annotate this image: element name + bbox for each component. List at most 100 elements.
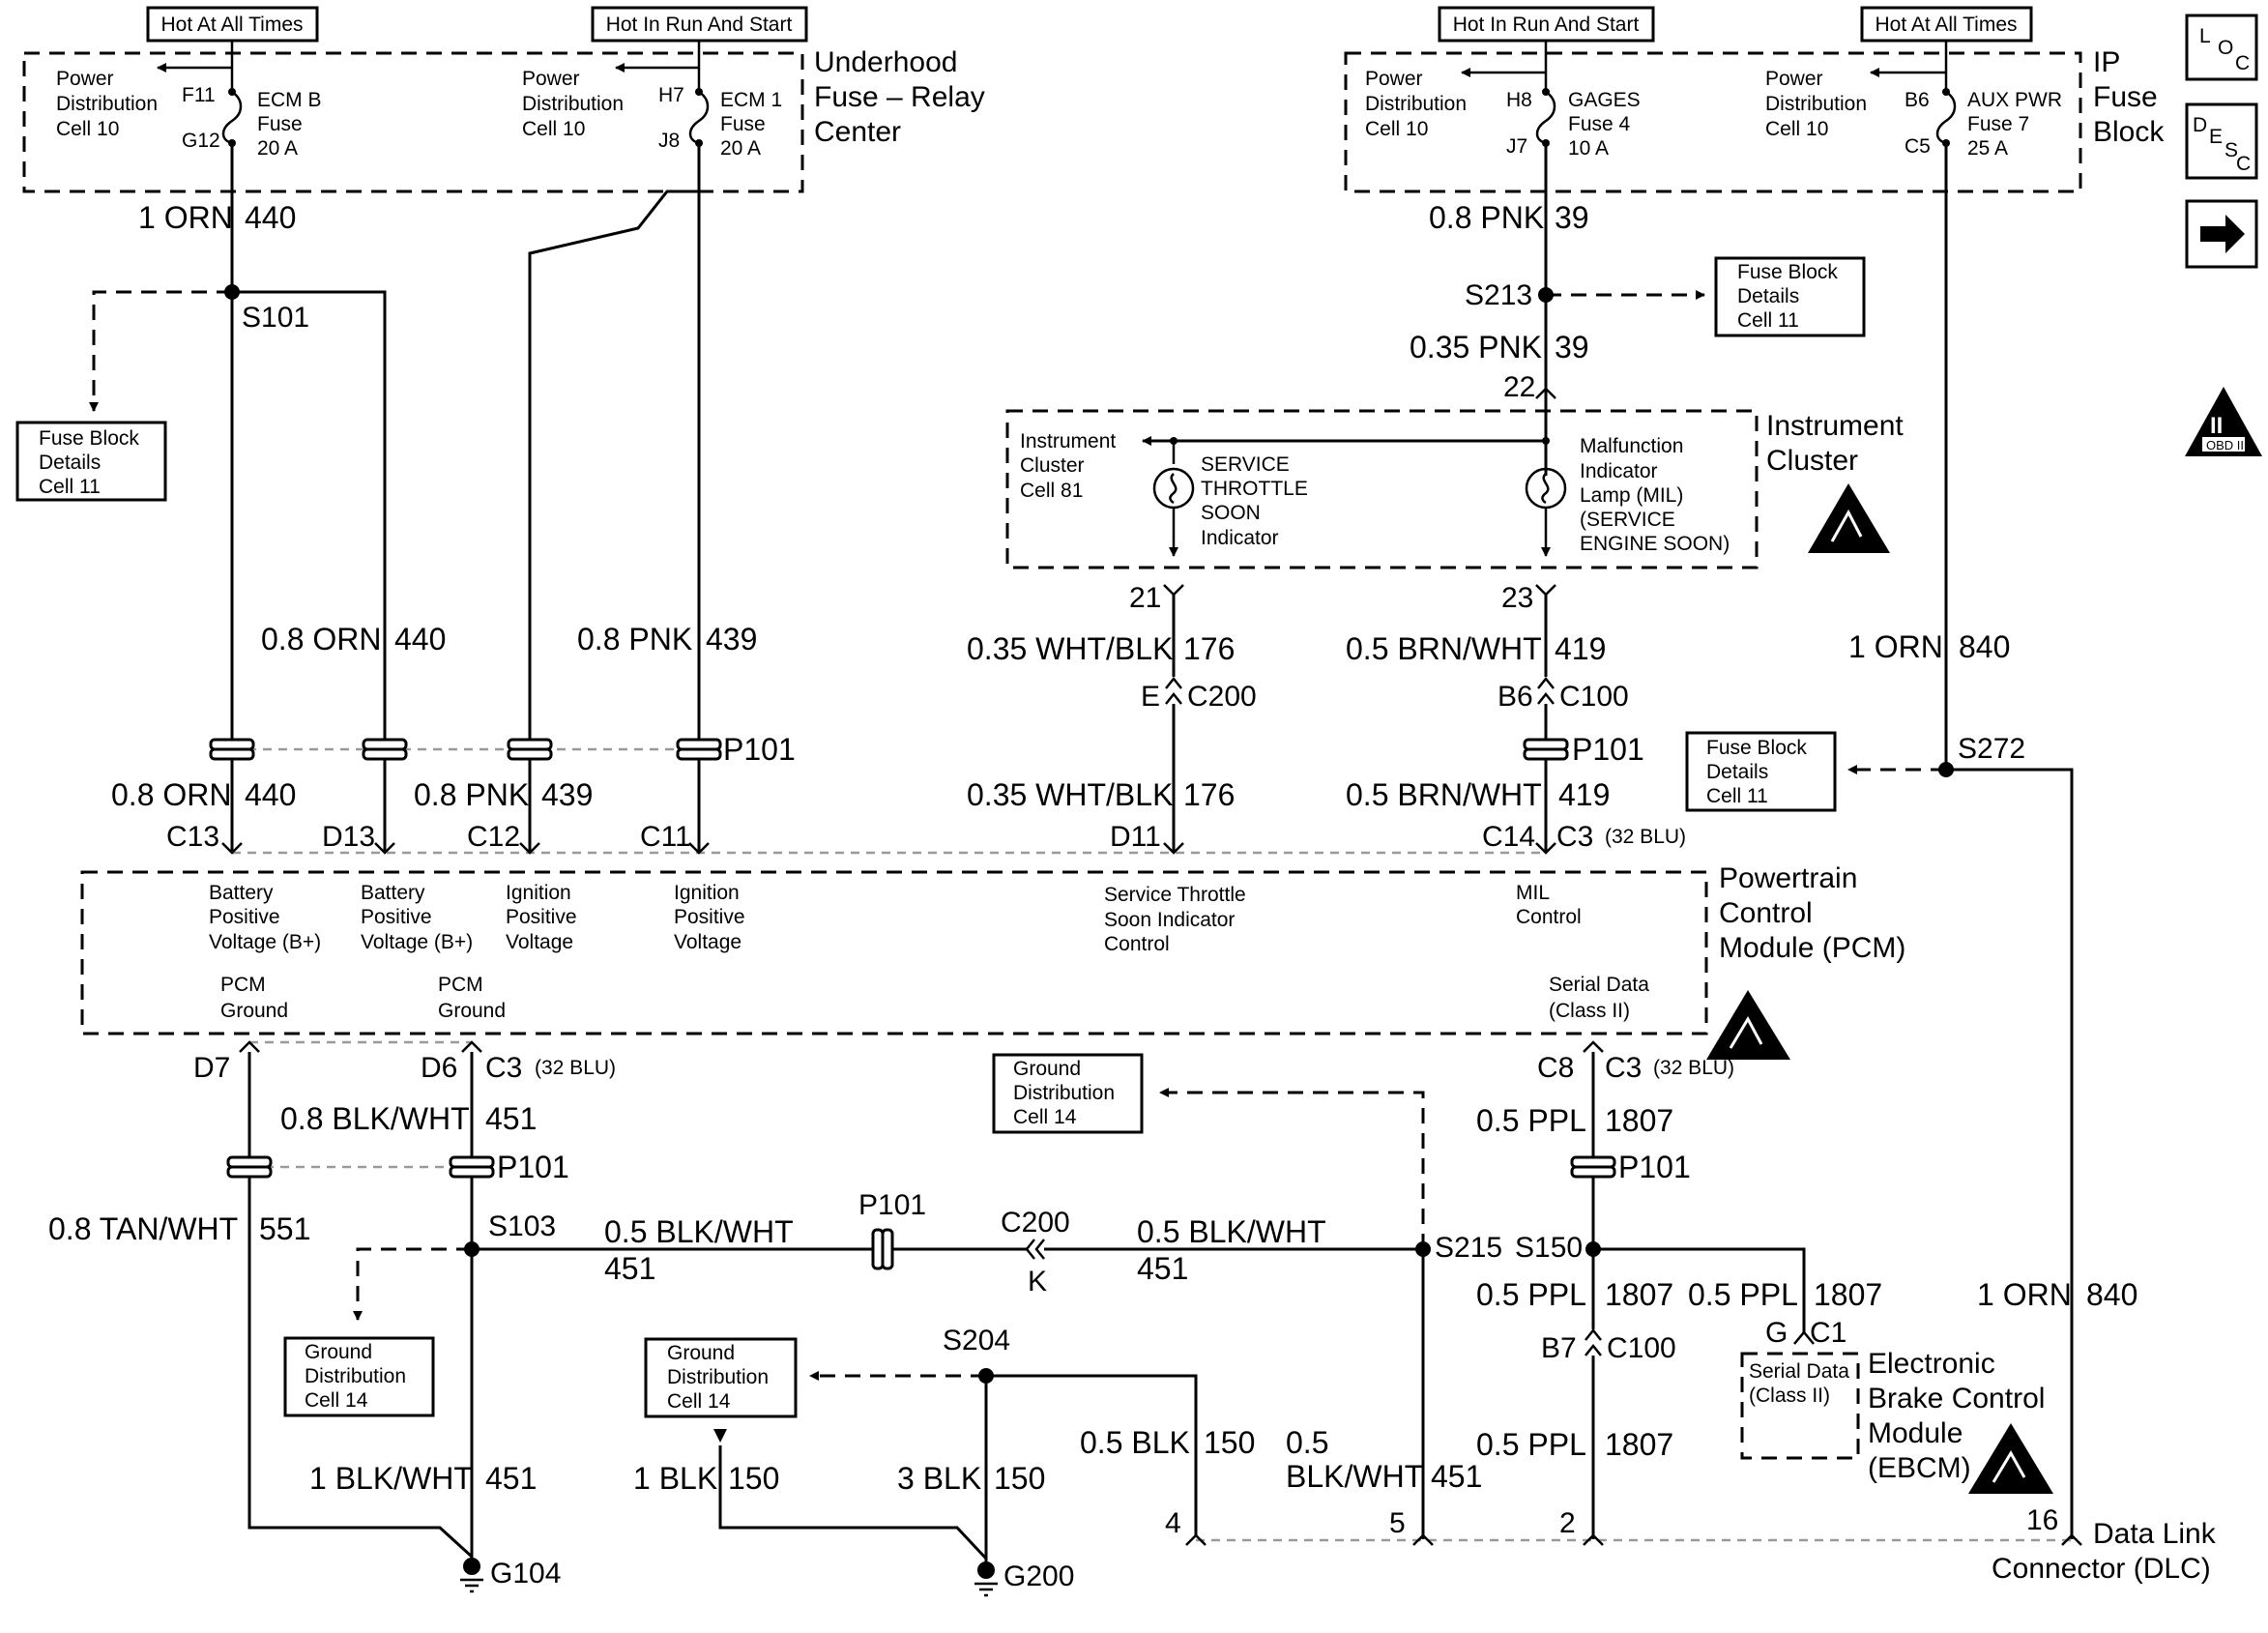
svg-text:Cell 11: Cell 11 bbox=[1737, 309, 1799, 332]
svg-text:Lamp (MIL): Lamp (MIL) bbox=[1580, 484, 1683, 507]
svg-text:Module: Module bbox=[1868, 1417, 1963, 1449]
svg-text:Fuse Block: Fuse Block bbox=[39, 427, 139, 450]
svg-text:Hot In Run And Start: Hot In Run And Start bbox=[606, 14, 793, 36]
svg-text:C200: C200 bbox=[1187, 681, 1257, 713]
svg-text:C100: C100 bbox=[1559, 681, 1629, 713]
wire-label: 1807 bbox=[1605, 1103, 1673, 1138]
fuse-block-details-s272[interactable]: Fuse Block Details Cell 11 bbox=[1685, 731, 1837, 812]
pin-label: C13 bbox=[166, 821, 219, 853]
desc-icon[interactable]: D E S C bbox=[2185, 102, 2258, 180]
wire-label: 419 bbox=[1558, 777, 1610, 812]
arrow-right-icon[interactable] bbox=[2185, 199, 2258, 269]
svg-text:Positive: Positive bbox=[506, 906, 577, 928]
svg-text:Fuse Block: Fuse Block bbox=[1737, 261, 1838, 283]
wire-label: 0.5 BRN/WHT bbox=[1346, 631, 1542, 666]
wire-label: 176 bbox=[1183, 631, 1235, 666]
svg-text:C5: C5 bbox=[1905, 135, 1931, 158]
svg-text:F11: F11 bbox=[182, 84, 216, 106]
svg-text:Distribution: Distribution bbox=[1013, 1082, 1115, 1104]
svg-text:Details: Details bbox=[1737, 285, 1799, 307]
wire-label: 0.5 BRN/WHT bbox=[1346, 777, 1542, 812]
svg-text:Control: Control bbox=[1104, 933, 1170, 955]
wire-label: 451 bbox=[485, 1101, 537, 1136]
svg-text:Data Link: Data Link bbox=[2093, 1518, 2217, 1550]
ip-fuse-block: IP Fuse Block Power Distribution Cell 10… bbox=[1344, 46, 2165, 193]
svg-text:10 A: 10 A bbox=[1568, 137, 1609, 160]
svg-text:Hot At All Times: Hot At All Times bbox=[160, 14, 303, 36]
wire-label: 451 bbox=[604, 1251, 655, 1286]
dlc-pin-chevrons bbox=[1185, 1533, 2082, 1546]
svg-text:Battery: Battery bbox=[361, 882, 425, 904]
svg-text:Details: Details bbox=[39, 452, 101, 474]
svg-text:J8: J8 bbox=[658, 130, 680, 152]
obd-ii-icon: II OBD II bbox=[2185, 387, 2262, 456]
powertrain-control-module: Powertrain Control Module (PCM) Battery … bbox=[80, 862, 1905, 1035]
svg-text:(EBCM): (EBCM) bbox=[1868, 1452, 1971, 1484]
fuse-block-details-left[interactable]: Fuse Block Details Cell 11 bbox=[15, 421, 167, 502]
pin-label: 4 bbox=[1165, 1507, 1181, 1539]
wire-label: 451 bbox=[1431, 1459, 1482, 1494]
svg-text:Module (PCM): Module (PCM) bbox=[1719, 932, 1905, 964]
svg-text:MIL: MIL bbox=[1516, 882, 1550, 904]
svg-text:Soon Indicator: Soon Indicator bbox=[1104, 909, 1235, 931]
wire-label: 176 bbox=[1183, 777, 1235, 812]
svg-text:Ground: Ground bbox=[438, 1000, 506, 1022]
svg-text:Distribution: Distribution bbox=[1765, 93, 1867, 115]
svg-text:B7: B7 bbox=[1541, 1332, 1577, 1364]
gages-fuse: H8 J7 GAGES Fuse 4 10 A bbox=[1461, 41, 1641, 406]
underhood-fuse-relay-center: Underhood Fuse – Relay Center Power Dist… bbox=[22, 46, 985, 193]
ground-distribution-b[interactable]: Ground Distribution Cell 14 bbox=[644, 1337, 798, 1418]
wire-label: 1807 bbox=[1605, 1277, 1673, 1312]
svg-text:Indicator: Indicator bbox=[1580, 460, 1658, 482]
svg-text:Instrument: Instrument bbox=[1766, 410, 1904, 442]
svg-text:P101: P101 bbox=[858, 1189, 926, 1221]
svg-text:25 A: 25 A bbox=[1967, 137, 2008, 160]
svg-text:G200: G200 bbox=[1003, 1560, 1074, 1592]
svg-text:Hot At All Times: Hot At All Times bbox=[1875, 14, 2017, 36]
ground-distribution-c[interactable]: Ground Distribution Cell 14 bbox=[992, 1053, 1144, 1134]
wire-label: 1 ORN bbox=[138, 200, 233, 235]
svg-text:Distribution: Distribution bbox=[522, 93, 624, 115]
svg-text:B6: B6 bbox=[1497, 681, 1533, 713]
loc-icon[interactable]: L O C bbox=[2185, 14, 2258, 81]
svg-text:Ground: Ground bbox=[667, 1342, 735, 1364]
wire-label: 0.8 PNK bbox=[1429, 200, 1544, 235]
supply-label-hot-run-right: Hot In Run And Start bbox=[1438, 6, 1655, 43]
pin-label: C11 bbox=[640, 821, 691, 853]
connector-color: (32 BLU) bbox=[1605, 826, 1686, 848]
wire-label: 150 bbox=[728, 1461, 779, 1496]
wire-label: 0.5 PPL bbox=[1688, 1277, 1798, 1312]
wire-label: 0.35 WHT/BLK bbox=[967, 777, 1173, 812]
svg-text:Block: Block bbox=[2093, 116, 2165, 148]
fuse-block-details-s213[interactable]: Fuse Block Details Cell 11 bbox=[1714, 256, 1866, 337]
svg-text:P101: P101 bbox=[1572, 732, 1644, 767]
svg-text:Cell 81: Cell 81 bbox=[1020, 480, 1083, 502]
svg-text:20 A: 20 A bbox=[720, 137, 761, 160]
svg-text:ENGINE SOON): ENGINE SOON) bbox=[1580, 533, 1730, 555]
svg-text:P101: P101 bbox=[1618, 1150, 1691, 1184]
c200-inline-connector: C200 K bbox=[1001, 1207, 1070, 1298]
wire-label: 1 ORN bbox=[1848, 629, 1943, 664]
svg-text:J7: J7 bbox=[1506, 135, 1527, 158]
svg-text:K: K bbox=[1028, 1266, 1047, 1298]
svg-text:ECM B: ECM B bbox=[257, 89, 322, 111]
svg-text:B6: B6 bbox=[1905, 89, 1930, 111]
svg-text:Power: Power bbox=[1365, 68, 1423, 90]
svg-text:Powertrain: Powertrain bbox=[1719, 862, 1857, 894]
svg-text:Serial Data: Serial Data bbox=[1749, 1360, 1849, 1383]
pin-label: D11 bbox=[1110, 821, 1161, 853]
connector-label: C3 bbox=[485, 1052, 522, 1084]
svg-text:Fuse – Relay: Fuse – Relay bbox=[814, 81, 985, 113]
svg-text:ECM 1: ECM 1 bbox=[720, 89, 782, 111]
svg-text:Positive: Positive bbox=[674, 906, 745, 928]
wire-label: 1 BLK/WHT bbox=[309, 1461, 473, 1496]
svg-text:C100: C100 bbox=[1607, 1332, 1676, 1364]
wire-label: 0.5 BLK bbox=[1080, 1425, 1190, 1460]
pin-label: D13 bbox=[322, 821, 375, 853]
svg-text:OBD II: OBD II bbox=[2206, 438, 2244, 452]
wire-label: 39 bbox=[1555, 200, 1589, 235]
svg-text:IP: IP bbox=[2093, 46, 2120, 78]
ground-distribution-a[interactable]: Ground Distribution Cell 14 bbox=[283, 1336, 435, 1417]
svg-text:THROTTLE: THROTTLE bbox=[1201, 478, 1308, 500]
